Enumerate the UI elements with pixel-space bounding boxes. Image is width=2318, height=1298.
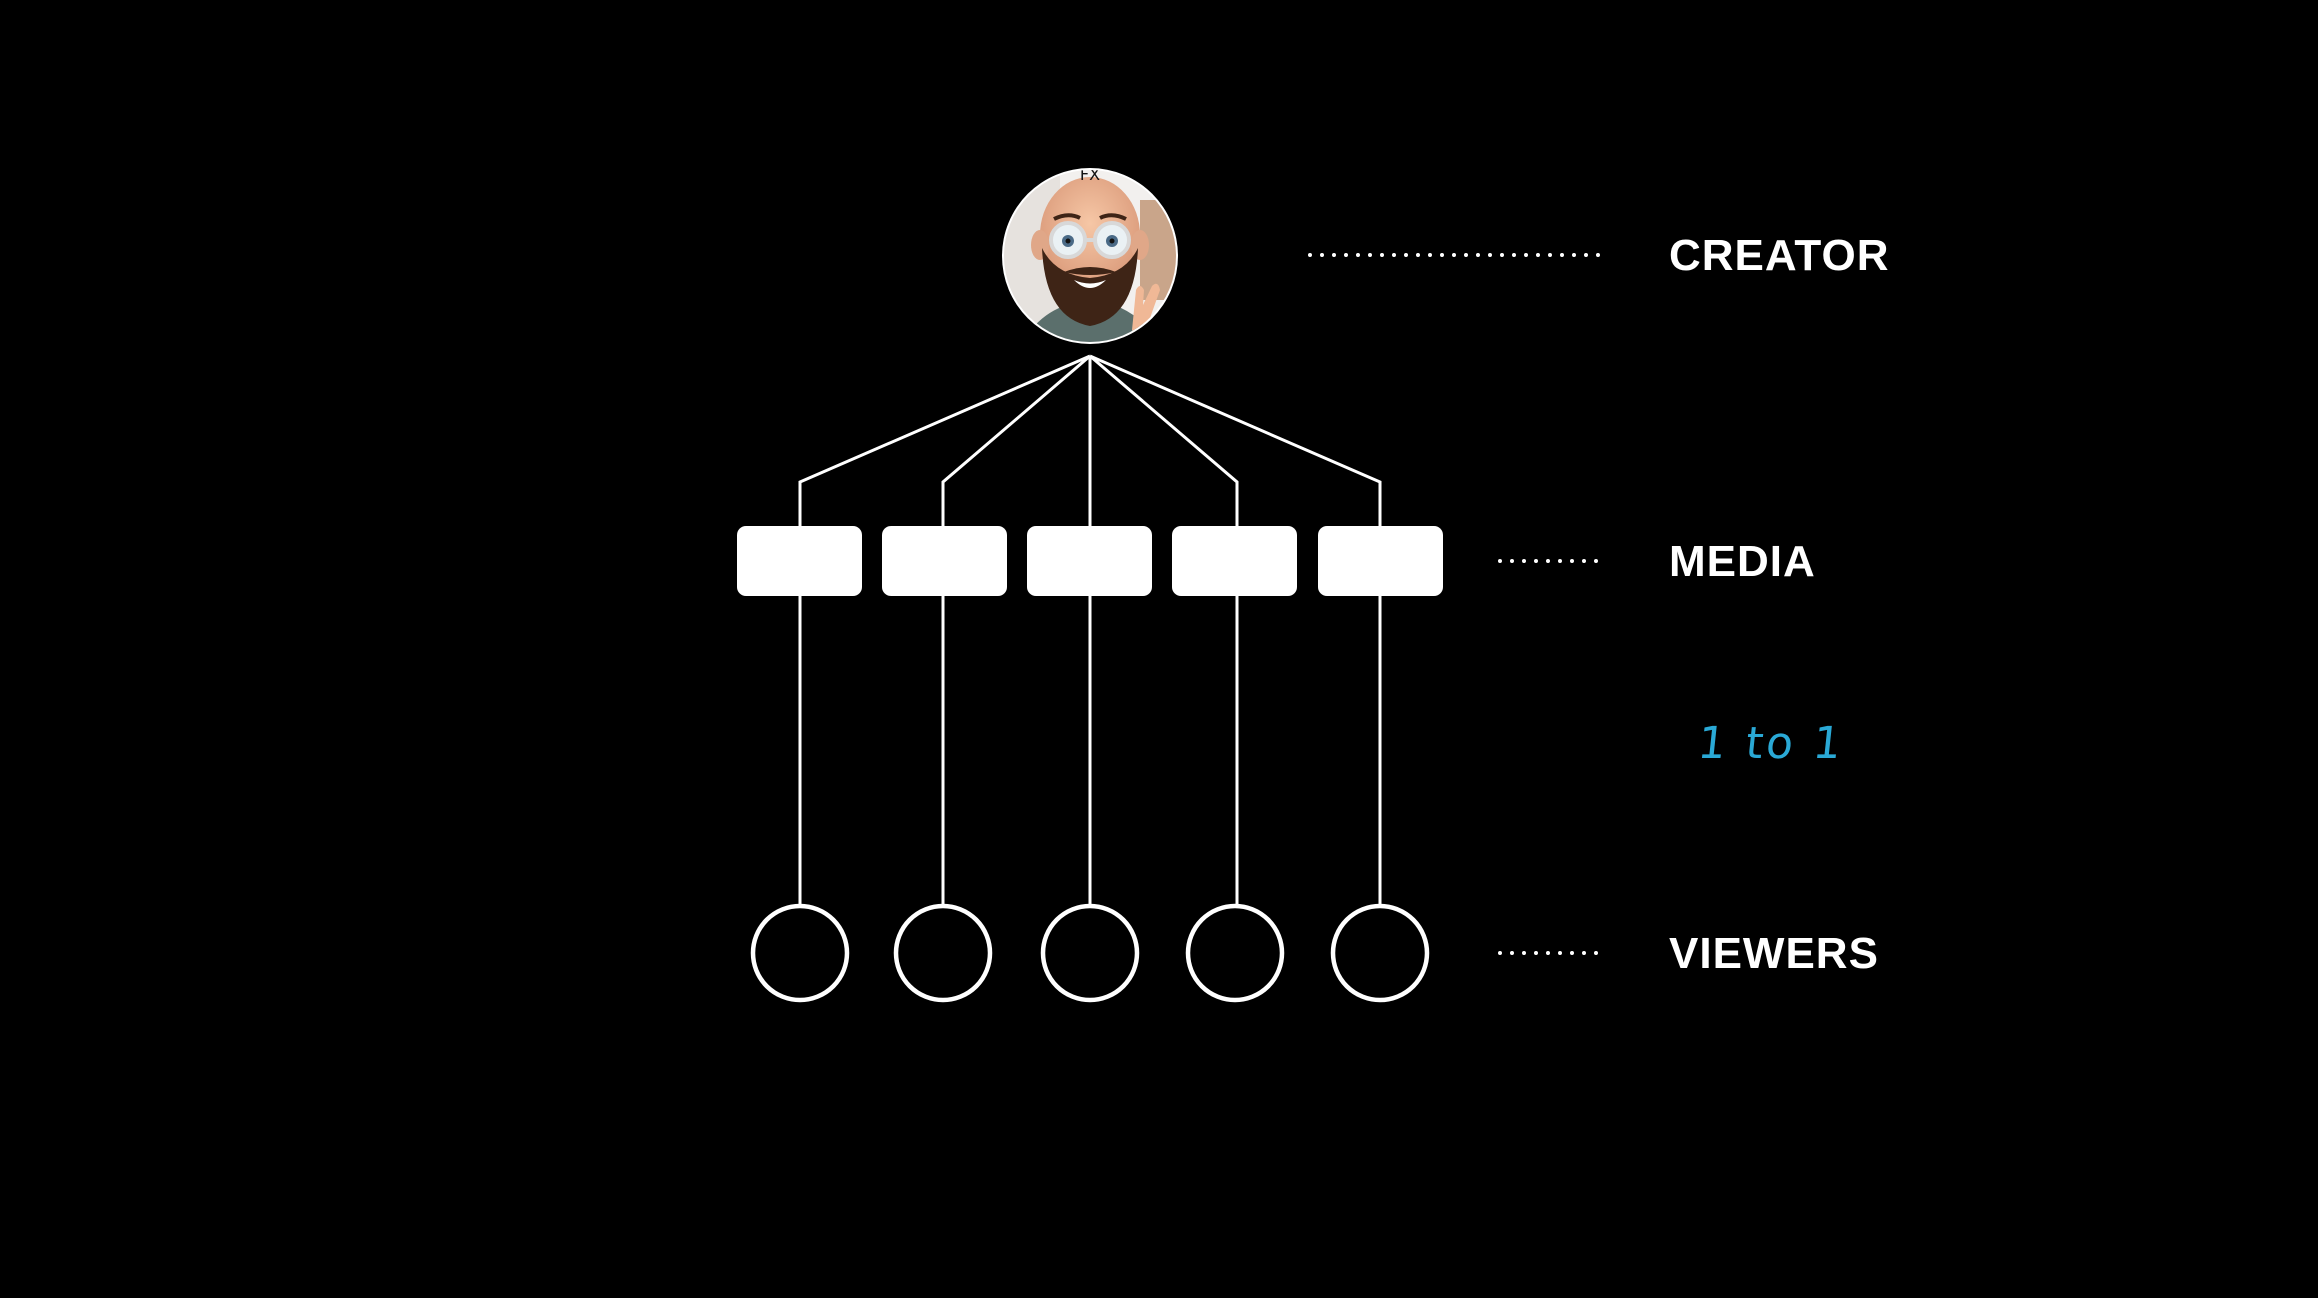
one-to-one-annotation: 1 to 1 (1695, 718, 1847, 769)
viewer-circles (750, 903, 1430, 1003)
media-boxes (737, 526, 1443, 596)
memoji-avatar-icon: FX (1004, 165, 1176, 342)
connector-media-4 (1089, 354, 1239, 527)
media-box-4 (1172, 526, 1297, 596)
viewers-label: VIEWERS (1669, 929, 1879, 978)
creator-to-media-connectors (798, 354, 1382, 527)
dotted-leaders (1308, 253, 1606, 955)
creator-avatar: FX (1002, 165, 1178, 344)
viewer-circle-5 (1330, 903, 1430, 1003)
media-box-5 (1318, 526, 1443, 596)
viewer-circle-2 (893, 903, 993, 1003)
media-to-viewer-connectors (798, 595, 1382, 904)
connector-media-1 (798, 354, 1091, 527)
viewer-circle-4 (1185, 903, 1285, 1003)
media-label: MEDIA (1669, 537, 1816, 586)
viewer-circle-1 (750, 903, 850, 1003)
media-box-3 (1027, 526, 1152, 596)
avatar-shirt-text: FX (1080, 165, 1100, 184)
connector-media-5 (1089, 354, 1382, 527)
media-box-2 (882, 526, 1007, 596)
viewer-circle-3 (1040, 903, 1140, 1003)
media-box-1 (737, 526, 862, 596)
creator-label: CREATOR (1669, 231, 1890, 280)
connector-media-2 (941, 354, 1091, 527)
